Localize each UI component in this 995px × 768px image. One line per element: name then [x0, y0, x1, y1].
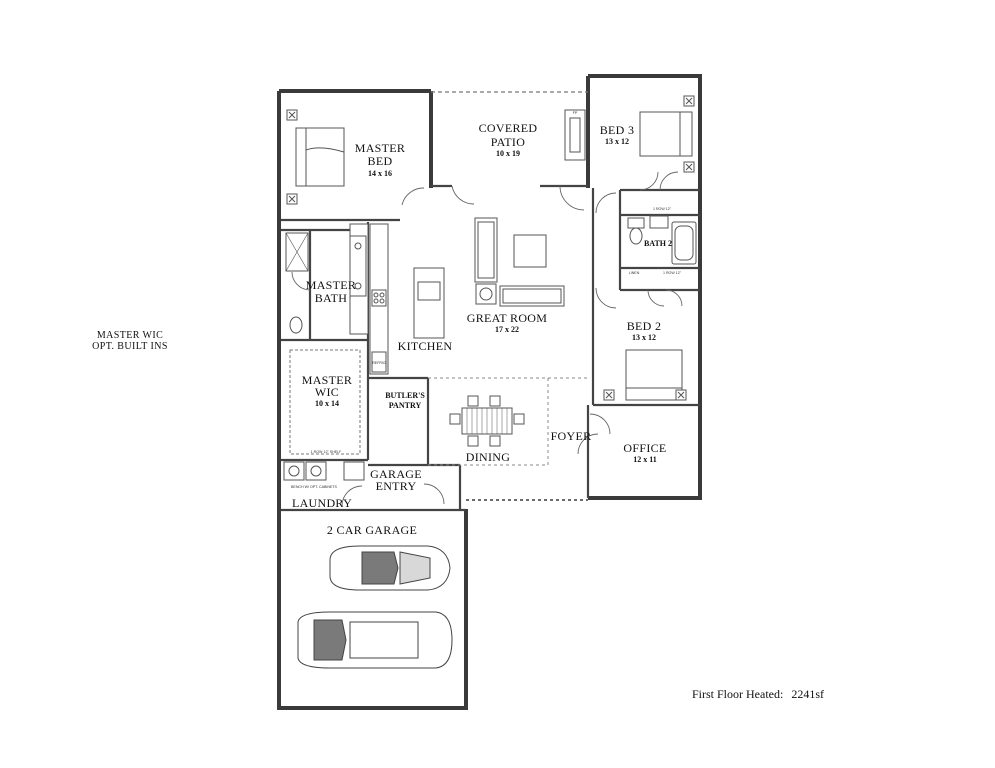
garage-name: 2 CAR GARAGE [327, 523, 417, 537]
patio-fireplace [564, 109, 586, 161]
wic-shelving [289, 349, 361, 455]
master-wic-note-line1: MASTER WIC [96, 330, 164, 341]
laundry-name: LAUNDRY [292, 496, 352, 510]
fridge-label: REFRIG [372, 361, 386, 365]
master-wic-name1: MASTER [302, 373, 352, 387]
door-swings [291, 171, 683, 507]
office-dim: 12 x 11 [633, 455, 657, 464]
linen-label: LINEN [629, 271, 640, 275]
laundry-bench-label: BENCH W/ OPT. CABINETS [291, 485, 338, 489]
office-name: OFFICE [623, 441, 666, 455]
master-bed-furniture [286, 109, 345, 205]
bed2-rod-label: 1 ROW 12" [663, 271, 682, 275]
master-bed-name2: BED [368, 154, 393, 168]
master-bed-name1: MASTER [355, 141, 405, 155]
master-bath-name1: MASTER [306, 278, 356, 292]
wic-rod-label: 1 ROW 12" SHELF [311, 450, 342, 454]
covered-patio-dim: 10 x 19 [496, 149, 520, 158]
room-labels: MASTER BED 14 x 16 COVERED PATIO 10 x 19… [292, 121, 672, 537]
garage-entry-name1: GARAGE [370, 467, 422, 481]
great-room-furniture [474, 217, 565, 307]
great-room-name: GREAT ROOM [467, 311, 547, 325]
floor-area-label: First Floor Heated: [692, 687, 784, 701]
dining-table [449, 395, 525, 447]
floor-area-value: 2241sf [791, 687, 824, 701]
master-wic-name2: WIC [315, 385, 339, 399]
garage-entry-name2: ENTRY [376, 479, 417, 493]
car-sedan [329, 545, 451, 591]
master-bed-dim: 14 x 16 [368, 169, 392, 178]
kitchen-name: KITCHEN [398, 339, 453, 353]
master-bath-name2: BATH [315, 291, 348, 305]
foyer-name: FOYER [551, 429, 592, 443]
master-wic-dim: 10 x 14 [315, 399, 339, 408]
laundry-fixtures [283, 461, 365, 481]
fixture-labels: 1 ROW 12" 1 ROW 12" 1 ROW 12" SHELF LINE… [291, 111, 682, 489]
master-wic-note: MASTER WIC OPT. BUILT INS [70, 330, 190, 352]
great-room-dim: 17 x 22 [495, 325, 519, 334]
bed3-dim: 13 x 12 [605, 137, 629, 146]
covered-patio-name1: COVERED [479, 121, 538, 135]
master-bath-fixtures [285, 232, 367, 334]
covered-patio-name2: PATIO [491, 135, 525, 149]
bath2-name: BATH 2 [644, 239, 672, 248]
bed3-rod-label: 1 ROW 12" [653, 207, 672, 211]
bath2-fixtures [627, 215, 697, 265]
butlers-pantry-name2: PANTRY [389, 401, 422, 410]
bed2-furniture [603, 349, 687, 401]
bed3-name: BED 3 [600, 123, 635, 137]
floor-area-note: First Floor Heated: 2241sf [692, 687, 824, 702]
dining-name: DINING [466, 450, 510, 464]
fireplace-label: FP [573, 111, 578, 115]
master-wic-note-line2: OPT. BUILT INS [92, 341, 168, 352]
bed2-dim: 13 x 12 [632, 333, 656, 342]
bed2-name: BED 2 [627, 319, 662, 333]
exterior-walls [277, 74, 702, 710]
bed3-furniture [639, 95, 695, 173]
butlers-pantry-name1: BUTLER'S [385, 391, 425, 400]
car-suv [297, 611, 453, 669]
dining-openings [428, 377, 588, 466]
